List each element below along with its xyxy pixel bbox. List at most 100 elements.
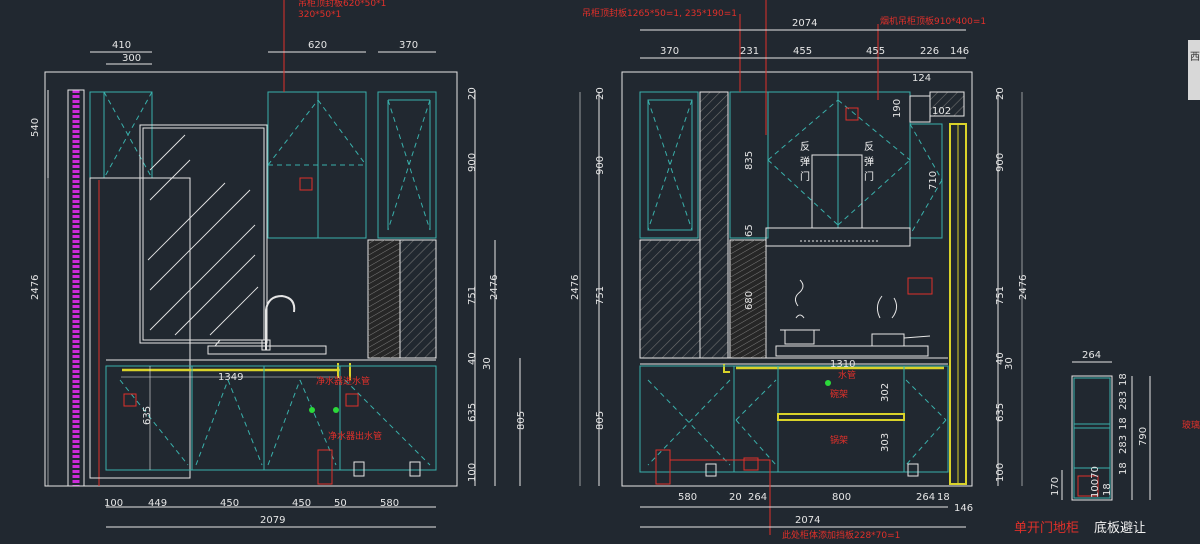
detail-view <box>1061 361 1151 501</box>
left-dim-inner-635: 635 <box>142 406 153 425</box>
left-side-panel <box>67 89 85 487</box>
right-upper-cabinet-1 <box>639 91 699 239</box>
left-dim-bottom-580: 580 <box>380 498 399 509</box>
left-dim-right-635: 635 <box>467 403 478 422</box>
detail-dim-790: 790 <box>1138 427 1149 446</box>
right-dim-top-455a: 455 <box>793 46 812 57</box>
right-label-right-door-3: 门 <box>864 170 874 183</box>
right-dim-680: 680 <box>744 291 755 310</box>
right-cooktop <box>775 345 929 357</box>
right-note-top-panel: 吊柜顶封板1265*50=1, 235*190=1 <box>582 7 737 19</box>
left-dim-top-620: 620 <box>308 40 327 51</box>
left-note-top-panel-2: 320*50*1 <box>298 10 341 20</box>
right-dim-left-900: 900 <box>595 156 606 175</box>
right-elevation <box>579 0 1023 535</box>
right-dim-right-40: 40 <box>995 352 1006 365</box>
right-pot-left <box>780 329 820 345</box>
right-dim-1310: 1310 <box>830 359 855 370</box>
right-dim-303: 303 <box>880 433 891 452</box>
left-socket-icon-lower <box>123 393 137 407</box>
left-dim-right-805: 805 <box>516 411 527 430</box>
right-dim-right-30: 30 <box>1004 357 1015 370</box>
left-dim-top-300: 300 <box>122 53 141 64</box>
left-dim-right-900: 900 <box>467 153 478 172</box>
right-dim-right-2476: 2476 <box>1018 275 1029 300</box>
right-base-cabinet-row <box>639 365 949 473</box>
right-dim-bottom-580: 580 <box>678 492 697 503</box>
right-wall-outline <box>621 71 973 487</box>
right-dim-65: 65 <box>744 224 755 237</box>
left-dim-right-2476: 2476 <box>489 275 500 300</box>
left-upper-cabinet-3 <box>377 91 437 239</box>
detail-dim-170: 170 <box>1050 477 1061 496</box>
right-shelf <box>777 413 905 421</box>
left-dim-bottom-50: 50 <box>334 498 347 509</box>
right-dim-right-751: 751 <box>995 286 1006 305</box>
right-dim-bottom-800: 800 <box>832 492 851 503</box>
right-dim-710: 710 <box>928 171 939 190</box>
right-dim-top-226: 226 <box>920 46 939 57</box>
detail-dim-18a: 18 <box>1118 373 1129 386</box>
right-dim-side-146: 146 <box>954 503 973 514</box>
left-dim-top-370: 370 <box>399 40 418 51</box>
detail-dim-18c: 18 <box>1118 462 1129 475</box>
detail-dim-283a: 283 <box>1118 391 1129 410</box>
left-dim-bottom-450a: 450 <box>220 498 239 509</box>
edge-label-west: 西 <box>1190 52 1200 63</box>
left-hatched-wall <box>399 239 437 359</box>
right-label-right-door-2: 弹 <box>864 155 874 168</box>
right-dim-left-751: 751 <box>595 286 606 305</box>
right-dim-102: 102 <box>932 106 951 117</box>
detail-dim-283b: 283 <box>1118 435 1129 454</box>
left-dim-left-2476: 2476 <box>30 275 41 300</box>
right-label-left-door-3: 门 <box>800 170 810 183</box>
detail-dim-18-bottom: 18 <box>1102 483 1113 496</box>
left-note-inlet-pipe: 净水器进水管 <box>316 375 370 387</box>
right-hood-cabinet <box>767 91 911 229</box>
left-dim-right-20: 20 <box>467 87 478 100</box>
right-dim-top-231: 231 <box>740 46 759 57</box>
left-dim-bottom-449: 449 <box>148 498 167 509</box>
right-dim-total-top: 2074 <box>792 18 817 29</box>
right-dim-left-20: 20 <box>595 87 606 100</box>
right-label-pipe: 水管 <box>838 369 856 381</box>
right-label-left-door-1: 反 <box>800 141 810 153</box>
detail-dim-10070: 10070 <box>1090 466 1101 498</box>
right-label-left-door-2: 弹 <box>800 155 810 168</box>
caption-bottom-clearance: 底板避让 <box>1094 520 1146 536</box>
right-dim-top-370: 370 <box>660 46 679 57</box>
caption-single-door-cabinet: 单开门地柜 <box>1014 521 1079 536</box>
right-dim-right-900: 900 <box>995 153 1006 172</box>
detail-cabinet-outline <box>1071 375 1113 501</box>
right-note-baffle: 此处柜体添加挡板228*70=1 <box>782 529 900 540</box>
right-dim-bottom-20: 20 <box>729 492 742 503</box>
detail-dim-18b: 18 <box>1118 417 1129 430</box>
left-elevation <box>44 0 521 528</box>
left-window-panel <box>139 124 268 344</box>
right-dim-302: 302 <box>880 383 891 402</box>
left-note-top-panel: 吊柜顶封板620*50*1 <box>298 0 386 9</box>
left-dim-bottom-450b: 450 <box>292 498 311 509</box>
right-dim-right-635: 635 <box>995 403 1006 422</box>
left-dim-right-40: 40 <box>467 352 478 365</box>
right-dim-190: 190 <box>892 99 903 118</box>
right-dim-bottom-264a: 264 <box>748 492 767 503</box>
left-wall-outline <box>44 71 458 487</box>
right-label-bowl-rack: 碗架 <box>830 388 848 400</box>
left-socket-icon-upper <box>299 177 313 191</box>
right-dimension-texts: 2074 370 231 455 455 226 146 20 900 2476… <box>570 7 1029 541</box>
left-note-outlet-pipe: 净水器出水管 <box>328 430 382 442</box>
right-dim-835: 835 <box>744 151 755 170</box>
right-dim-right-100: 100 <box>995 463 1006 482</box>
left-dim-inner-1349: 1349 <box>218 372 243 383</box>
right-socket-icon-upper <box>845 107 859 121</box>
left-dim-right-100: 100 <box>467 463 478 482</box>
left-dim-total-2079: 2079 <box>260 515 285 526</box>
right-label-right-door-1: 反 <box>864 141 874 153</box>
right-dim-top-146: 146 <box>950 46 969 57</box>
edge-label-glass: 玻璃 <box>1182 419 1200 431</box>
detail-dim-width: 264 <box>1082 350 1101 361</box>
left-dim-bottom-100: 100 <box>104 498 123 509</box>
